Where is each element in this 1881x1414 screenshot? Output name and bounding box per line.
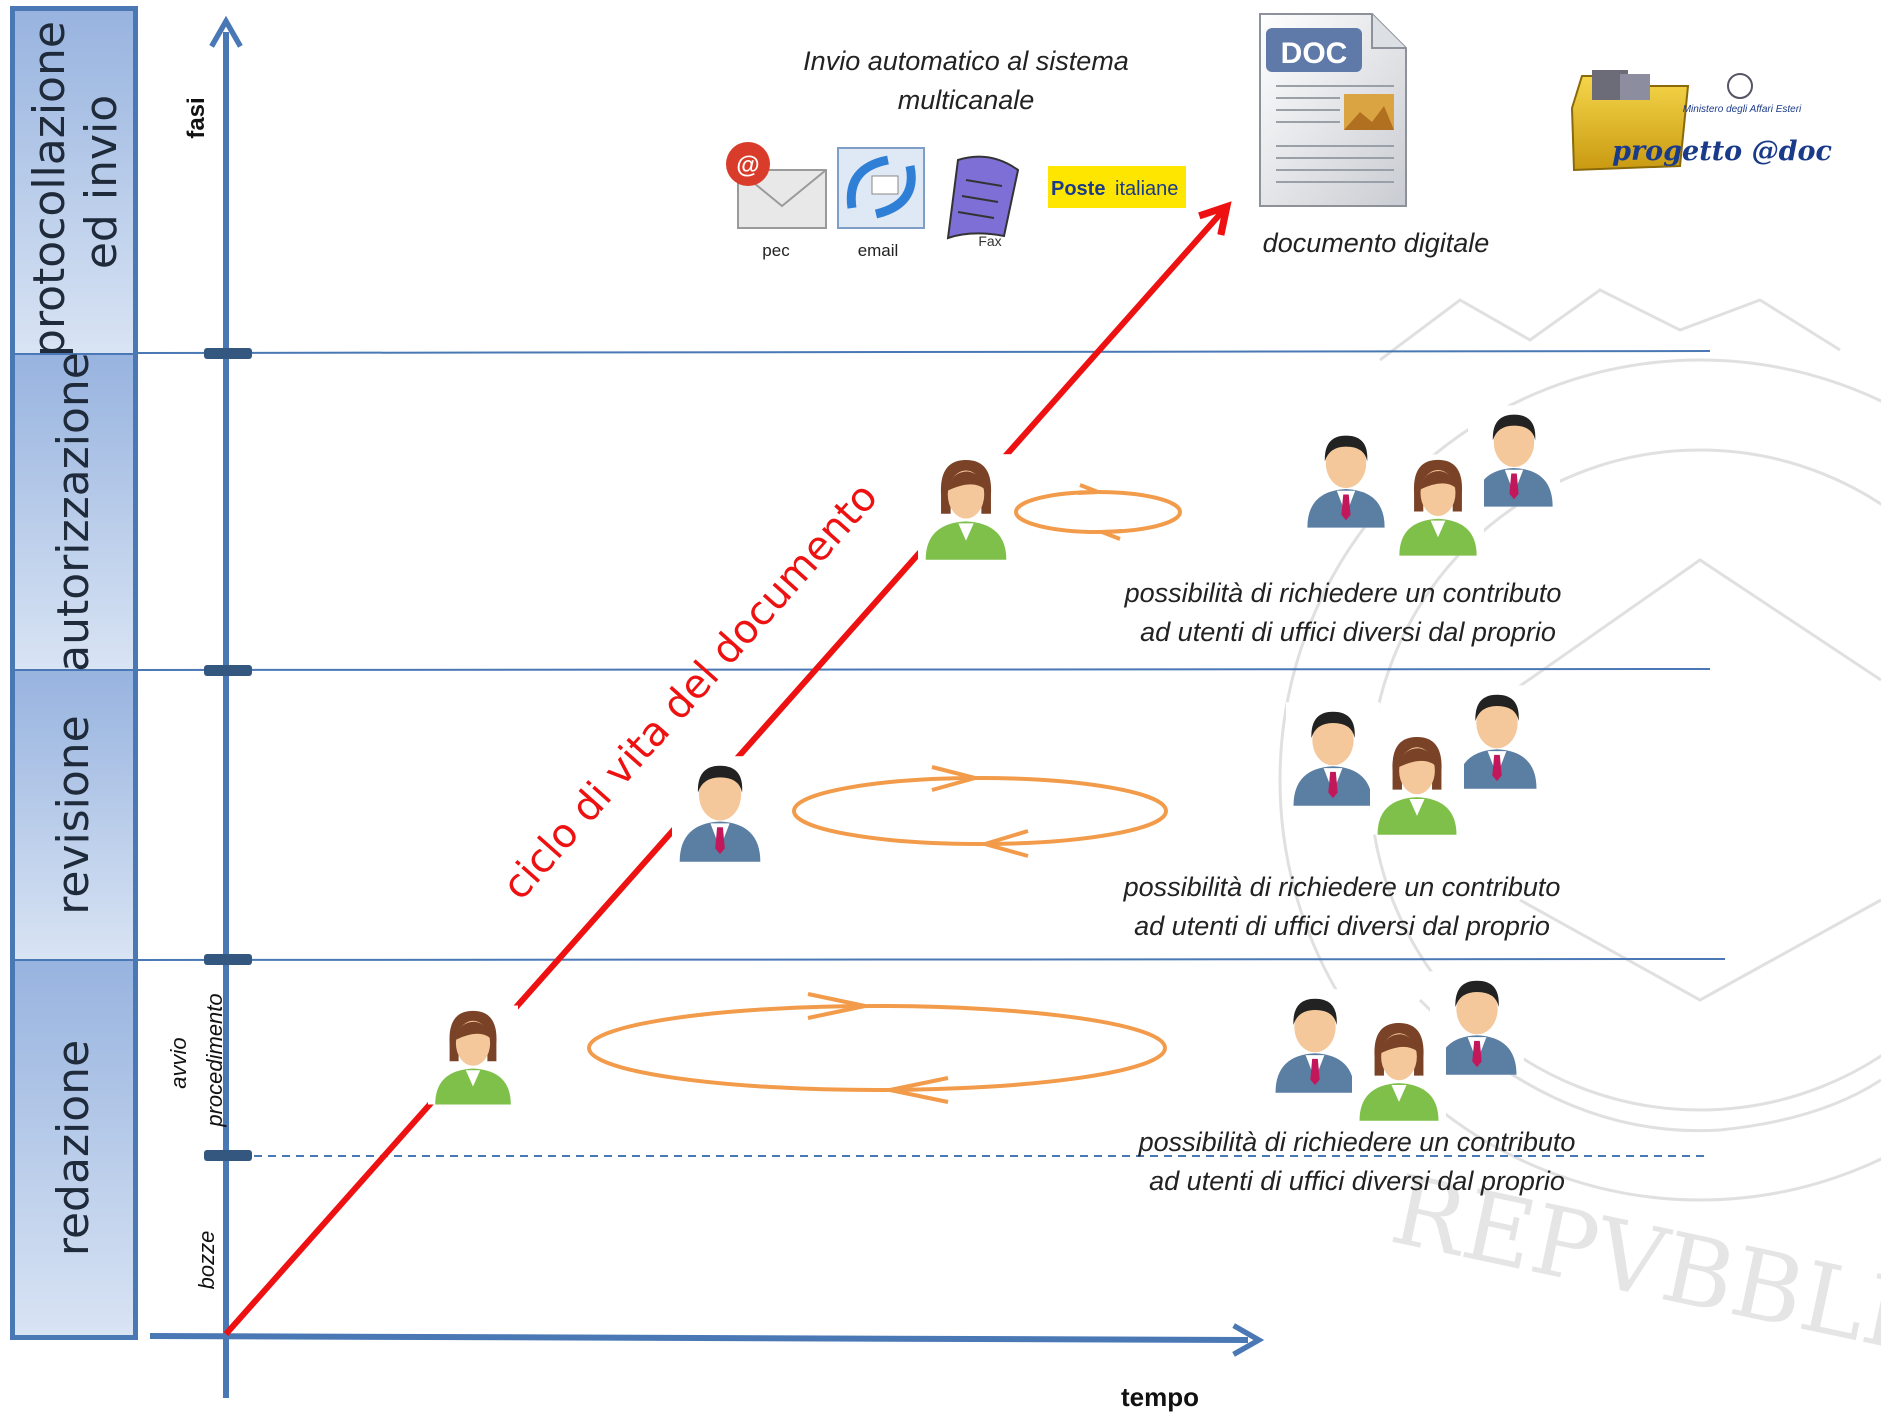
fax-icon xyxy=(946,155,1020,240)
loop-redazione xyxy=(587,1004,1167,1092)
user-group-revisione xyxy=(1286,685,1544,835)
phase-box-redazione xyxy=(13,959,135,1337)
contribution-note-redazione-line1: possibilità di richiedere un contributo xyxy=(1138,1127,1576,1157)
phase-box-protocollazione xyxy=(13,9,135,355)
project-name: progetto @doc xyxy=(1612,136,1832,167)
email-icon xyxy=(837,147,925,229)
pec-envelope-icon: @ xyxy=(726,142,827,229)
axes: fasi tempo bozze avvio procedimento xyxy=(149,15,1265,1412)
channel-label-fax: Fax xyxy=(978,233,1001,249)
svg-text:italiane: italiane xyxy=(1115,178,1178,200)
dispatch-title-line1: Invio automatico al sistema xyxy=(803,46,1129,76)
avvio-label: avvio procedimento xyxy=(166,993,227,1127)
dispatch-title-line2: multicanale xyxy=(898,85,1035,115)
contribution-note-revisione-line1: possibilità di richiedere un contributo xyxy=(1123,872,1561,902)
digital-document-icon: DOC xyxy=(1259,13,1407,207)
poste-italiane-logo: Poste italiane xyxy=(1048,166,1186,208)
phase-separators xyxy=(135,350,1726,1157)
svg-text:@: @ xyxy=(736,152,759,179)
loop-autorizzazione xyxy=(1014,490,1182,534)
user-redazione-icon xyxy=(428,1005,518,1105)
progetto-doc-logo: Ministero degli Affari Esteri progetto @… xyxy=(1570,70,1832,172)
axis-ticks xyxy=(204,348,252,1161)
x-axis xyxy=(149,1323,1265,1357)
channel-label-pec: pec xyxy=(762,241,790,260)
phase-label-autorizzazione: autorizzazione xyxy=(48,352,99,672)
user-revisione-icon xyxy=(672,756,768,862)
contribution-loops xyxy=(587,483,1182,1104)
bozze-label: bozze xyxy=(194,1231,219,1290)
contribution-note-autorizzazione-line1: possibilità di richiedere un contributo xyxy=(1124,578,1562,608)
doc-badge: DOC xyxy=(1281,37,1348,70)
phase-box-revisione xyxy=(13,669,135,961)
contribution-note-redazione-line2: ad utenti di uffici diversi dal proprio xyxy=(1149,1166,1565,1196)
ministry-name: Ministero degli Affari Esteri xyxy=(1683,104,1802,115)
svg-text:Poste: Poste xyxy=(1051,178,1105,200)
user-group-redazione xyxy=(1268,971,1524,1121)
phase-box-autorizzazione xyxy=(13,353,135,671)
contribution-note-revisione-line2: ad utenti di uffici diversi dal proprio xyxy=(1134,911,1550,941)
user-autorizzazione-icon xyxy=(918,454,1014,560)
contribution-note-autorizzazione-line2: ad utenti di uffici diversi dal proprio xyxy=(1140,617,1556,647)
phase-column: protocollazione ed invio autorizzazione … xyxy=(10,6,138,1340)
phase-label-redazione: redazione xyxy=(48,1040,99,1256)
x-axis-label: tempo xyxy=(1121,1382,1199,1412)
loop-revisione xyxy=(792,776,1168,846)
channel-label-email: email xyxy=(858,241,899,260)
document-caption: documento digitale xyxy=(1263,228,1490,258)
user-group-autorizzazione xyxy=(1300,405,1560,556)
y-axis-label: fasi xyxy=(183,97,210,138)
phase-label-revisione: revisione xyxy=(48,715,99,914)
phase-label-protocollazione: protocollazione ed invio xyxy=(24,7,127,357)
